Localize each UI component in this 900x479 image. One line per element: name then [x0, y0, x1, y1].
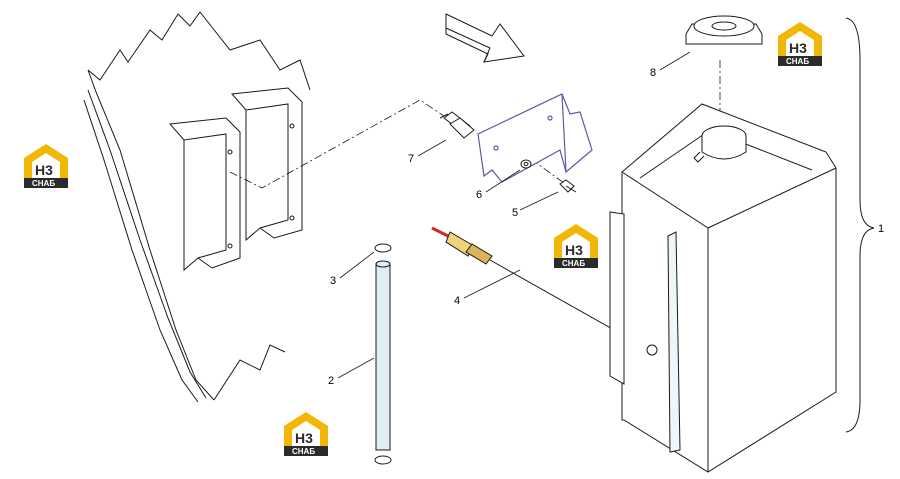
- callout-8: 8: [650, 67, 656, 79]
- svg-text:СНАБ: СНАБ: [786, 57, 809, 66]
- direction-arrow-icon: [445, 13, 525, 63]
- bracket-plate: [477, 93, 593, 183]
- filler-neck: [693, 125, 747, 163]
- svg-text:H3: H3: [35, 162, 53, 178]
- bolt-part-5: [559, 179, 577, 193]
- callout-1: 1: [878, 223, 884, 235]
- house-logo-icon: H3 СНАБ: [284, 412, 328, 456]
- group-brace: [845, 17, 875, 433]
- mounting-brackets: [168, 87, 303, 272]
- house-logo-icon: H3 СНАБ: [554, 224, 598, 268]
- callout-2: 2: [328, 375, 334, 387]
- callout-4: 4: [454, 295, 460, 307]
- expansion-tank: [609, 103, 837, 473]
- svg-text:H3: H3: [789, 40, 807, 56]
- washer-part-6: [520, 159, 532, 169]
- callout-7: 7: [408, 153, 414, 165]
- svg-text:СНАБ: СНАБ: [562, 259, 585, 268]
- callout-leaders: [337, 51, 691, 379]
- callout-6: 6: [476, 189, 482, 201]
- house-logo-icon: H3 СНАБ: [778, 22, 822, 66]
- svg-text:СНАБ: СНАБ: [32, 179, 55, 188]
- radiator-cap-part-8: [685, 15, 763, 45]
- spacer-part-7: [439, 111, 475, 139]
- hose-part-2: [375, 260, 391, 451]
- callout-5: 5: [512, 207, 518, 219]
- svg-text:H3: H3: [565, 242, 583, 258]
- frame-wall: [83, 11, 311, 403]
- svg-text:H3: H3: [295, 430, 313, 446]
- callout-3: 3: [330, 275, 336, 287]
- house-logo-icon: H3 СНАБ: [24, 144, 68, 188]
- svg-text:СНАБ: СНАБ: [292, 447, 315, 456]
- clamp-part-3: [374, 243, 392, 465]
